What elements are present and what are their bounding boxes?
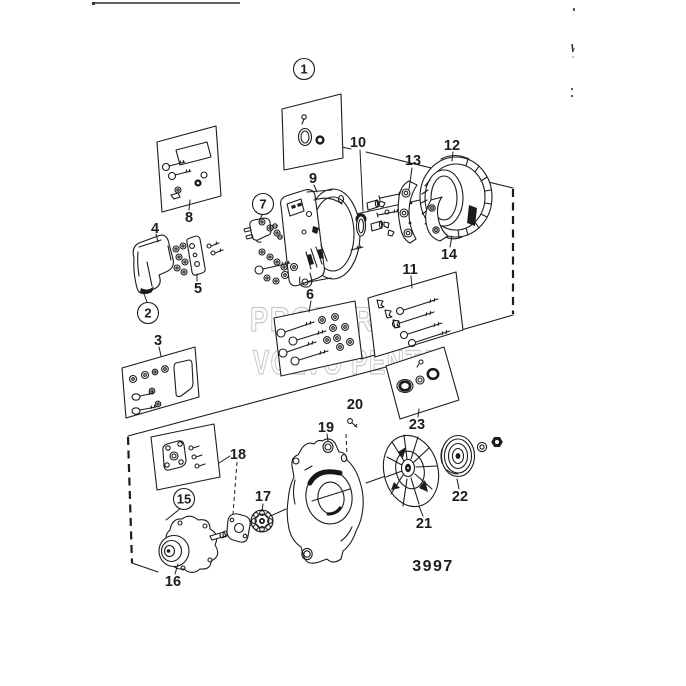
- callout-15: 15: [177, 492, 191, 507]
- callout-circle-2: [136, 301, 160, 325]
- callout-19: 19: [318, 420, 334, 436]
- brush-holder-plate: [172, 235, 224, 276]
- callout-4: 4: [151, 221, 159, 237]
- kit-box-8: [156, 125, 222, 213]
- callout-11: 11: [402, 262, 417, 278]
- callout-10: 10: [350, 135, 366, 151]
- fan: [382, 434, 440, 508]
- kit-box-3: [121, 346, 200, 419]
- callout-labels: 1 2 3 4 5 6 7 8 9 10 11 12 13 14 15 16 1…: [136, 57, 468, 590]
- callout-20: 20: [347, 397, 363, 413]
- pump-hub: [158, 515, 228, 574]
- bearing-sleeve-parts: [355, 199, 395, 237]
- callout-17: 17: [255, 489, 271, 505]
- callout-1: 1: [300, 62, 307, 77]
- callout-9: 9: [309, 171, 317, 187]
- assembly-outline-lower: [126, 366, 387, 573]
- callout-21: 21: [416, 516, 432, 532]
- rectifier-studs: [376, 191, 405, 218]
- callout-circle-1: [292, 57, 316, 81]
- retainer-plate: [425, 196, 449, 242]
- screw-20: [347, 418, 358, 428]
- callout-6: 6: [306, 287, 314, 303]
- callout-18: 18: [230, 447, 246, 463]
- callout-2: 2: [144, 306, 151, 321]
- callout-8: 8: [185, 210, 193, 226]
- kit-box-11: [367, 271, 464, 358]
- rectifier-plate: [397, 180, 418, 244]
- bearing-and-plate: [226, 509, 274, 543]
- callout-23: 23: [409, 417, 425, 433]
- callout-22: 22: [452, 489, 468, 505]
- callout-7: 7: [259, 197, 266, 212]
- callout-13: 13: [405, 153, 421, 169]
- front-housing: [286, 438, 364, 564]
- callout-leaders: [143, 149, 460, 575]
- callout-circle-15: [172, 487, 196, 511]
- callout-5: 5: [194, 281, 202, 297]
- pulley-washer: [476, 441, 488, 453]
- kit-box-top: [281, 93, 344, 171]
- callout-14: 14: [441, 247, 457, 263]
- rear-housing: [280, 188, 367, 288]
- scan-artifacts: [92, 2, 575, 98]
- regulator-cover: [132, 234, 174, 294]
- axis-line-lower-mid: [311, 488, 351, 502]
- kit-box-23: [385, 346, 460, 420]
- drawing-number: 3997: [412, 558, 454, 575]
- callout-16: 16: [165, 574, 181, 590]
- callout-3: 3: [154, 333, 162, 349]
- callout-circle-7: [251, 192, 275, 216]
- kit-box-6: [273, 300, 363, 377]
- pulley: [440, 434, 476, 478]
- pulley-nut: [491, 437, 503, 447]
- callout-12: 12: [444, 138, 460, 154]
- brush-assembly: [243, 217, 283, 243]
- stator: [419, 154, 493, 240]
- kit-box-18: [150, 423, 221, 491]
